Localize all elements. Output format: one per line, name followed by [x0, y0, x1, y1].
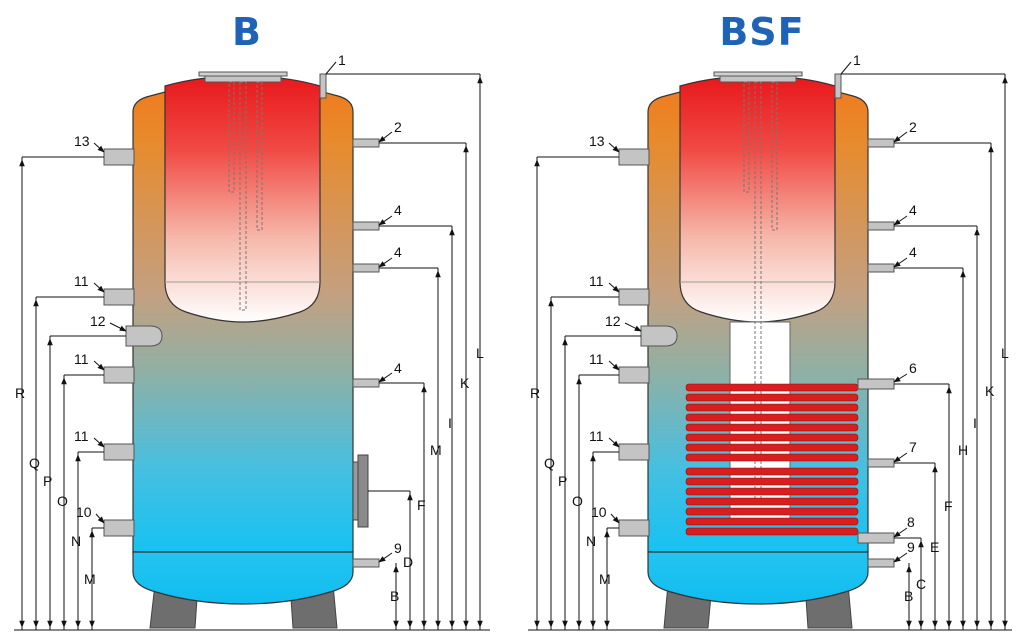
anode-rod [239, 81, 247, 311]
label-11: 11 [74, 273, 89, 289]
connection-2 [352, 138, 380, 148]
label-13: 13 [589, 133, 605, 149]
connection-2 [867, 138, 895, 148]
connection-4 [867, 221, 895, 231]
dim-B: B [904, 588, 913, 604]
dim-B: B [390, 588, 399, 604]
label-11: 11 [589, 273, 604, 289]
dim-R: R [530, 385, 540, 401]
connection-11 [618, 288, 650, 306]
connection-10 [103, 519, 135, 537]
dim-N: N [586, 533, 596, 549]
heat-exchanger-coil [685, 383, 859, 536]
label-12: 12 [605, 313, 621, 329]
connection-8 [857, 532, 895, 544]
tank-bsf: BSF [528, 10, 1012, 631]
label-8: 8 [907, 514, 915, 530]
sensor-sleeve [771, 81, 778, 231]
top-flange [204, 75, 282, 83]
label-9: 9 [394, 540, 402, 556]
dim-L: L [476, 345, 484, 361]
inspection-flange [357, 454, 369, 528]
vent-pipe [319, 73, 327, 99]
label-4: 4 [394, 244, 402, 260]
label-4: 4 [909, 244, 917, 260]
label-1: 1 [338, 52, 346, 68]
label-2: 2 [909, 119, 917, 135]
sensor-sleeve [743, 81, 750, 193]
vent-pipe [834, 73, 842, 99]
connection-4 [352, 263, 380, 273]
dim-E: E [930, 539, 939, 555]
top-flange [719, 75, 797, 83]
dim-K: K [460, 375, 470, 391]
dim-K: K [985, 383, 995, 399]
label-4: 4 [394, 202, 402, 218]
tank-bottom [132, 551, 354, 605]
connection-11 [103, 288, 135, 306]
connection-10 [618, 519, 650, 537]
dim-H: H [958, 442, 968, 458]
label-11: 11 [74, 351, 89, 367]
label-4: 4 [909, 202, 917, 218]
tank-title: B [232, 10, 262, 54]
connection-11 [618, 366, 650, 384]
connection-4 [352, 378, 380, 388]
dim-M: M [430, 442, 442, 458]
dim-L: L [1001, 345, 1009, 361]
label-6: 6 [909, 360, 917, 376]
connection-4 [352, 221, 380, 231]
tank-b: B 1 2 4 [14, 10, 490, 631]
connection-13 [618, 148, 650, 166]
dim-Q: Q [29, 455, 40, 471]
connection-13 [103, 148, 135, 166]
label-10: 10 [76, 504, 92, 520]
dim-D: D [403, 554, 413, 570]
connection-7 [867, 458, 895, 468]
dim-O: O [57, 493, 68, 509]
label-11: 11 [74, 428, 89, 444]
sensor-sleeve [228, 81, 235, 193]
label-7: 7 [909, 439, 917, 455]
dim-I: I [448, 415, 452, 431]
label-4: 4 [394, 360, 402, 376]
anode-rod [754, 81, 762, 503]
connection-4 [867, 263, 895, 273]
inner-vessel [164, 75, 321, 323]
connection-12 [640, 325, 678, 347]
dim-M: M [599, 571, 611, 587]
dim-R: R [15, 385, 25, 401]
connection-9 [352, 558, 380, 568]
dim-N: N [71, 533, 81, 549]
label-2: 2 [394, 119, 402, 135]
label-13: 13 [74, 133, 90, 149]
dim-Q: Q [544, 455, 555, 471]
dim-P: P [558, 473, 567, 489]
connection-11 [103, 443, 135, 461]
label-1: 1 [853, 52, 861, 68]
dim-M: M [84, 571, 96, 587]
tank-bottom [647, 551, 869, 605]
label-9: 9 [907, 539, 915, 555]
connection-9 [867, 558, 895, 568]
tank-title: BSF [719, 10, 804, 54]
connection-11 [103, 366, 135, 384]
dim-I: I [973, 415, 977, 431]
label-12: 12 [90, 313, 106, 329]
label-11: 11 [589, 351, 604, 367]
dim-C: C [916, 576, 926, 592]
connection-12 [125, 325, 163, 347]
dim-O: O [572, 493, 583, 509]
dim-P: P [43, 473, 52, 489]
dim-F: F [417, 497, 426, 513]
inner-vessel [679, 75, 836, 323]
label-10: 10 [591, 504, 607, 520]
dim-F: F [944, 498, 953, 514]
sensor-sleeve [256, 81, 263, 231]
connection-6 [857, 378, 895, 390]
connection-11 [618, 443, 650, 461]
label-11: 11 [589, 428, 604, 444]
